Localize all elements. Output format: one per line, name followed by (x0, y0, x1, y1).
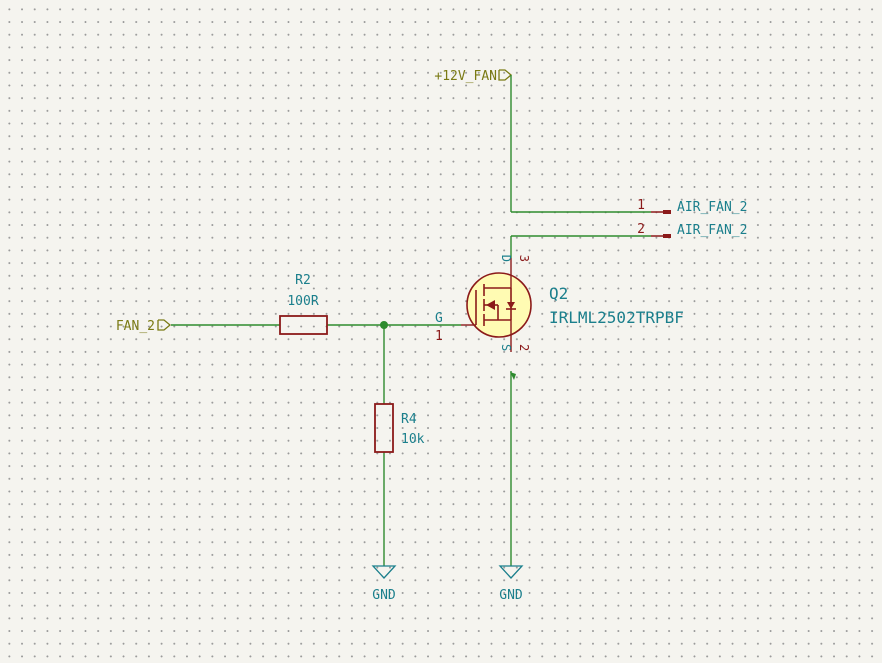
mosfet-arrow-icon (486, 300, 495, 310)
r2-body (279, 315, 328, 335)
ground-right-icon (498, 565, 524, 579)
wires (171, 75, 651, 566)
power-label-text: +12V_FAN (434, 69, 497, 84)
no-connect-arrow-icon (510, 372, 516, 380)
connector-pin2-name: AIR_FAN_2 (677, 223, 747, 238)
input-flag-icon (157, 319, 172, 331)
ground-left-icon (371, 565, 397, 579)
connector-pin2-end (663, 234, 671, 238)
input-label-text: FAN_2 (116, 319, 155, 334)
mosfet-q2[interactable]: G 1 D 3 S 2 Q2 IRLML2502TRPBF (435, 255, 684, 352)
r2-value: 100R (287, 294, 318, 309)
r2-reference: R2 (295, 273, 311, 288)
ground-left[interactable]: GND (371, 565, 397, 603)
mosfet-body-circle (466, 272, 532, 338)
power-label-12v[interactable]: +12V_FAN (434, 69, 513, 84)
drain-pin-number: 3 (517, 255, 531, 262)
junction-dot[interactable] (380, 321, 388, 329)
ground-left-label: GND (372, 588, 396, 603)
connector-pin1-number: 1 (637, 198, 645, 213)
source-pin-name: S (499, 344, 513, 351)
resistor-r4[interactable]: R4 10k (374, 403, 425, 453)
connector-pin2-number: 2 (637, 222, 645, 237)
r4-value: 10k (401, 432, 425, 447)
ground-right-label: GND (499, 588, 523, 603)
r4-body (374, 403, 394, 453)
connector-pin1-name: AIR_FAN_2 (677, 200, 747, 215)
resistor-r2[interactable]: R2 100R (279, 273, 328, 335)
body-diode-icon (507, 302, 515, 309)
ground-right[interactable]: GND (498, 565, 524, 603)
mosfet-value: IRLML2502TRPBF (549, 308, 684, 327)
power-flag-icon (498, 69, 513, 81)
r4-reference: R4 (401, 412, 417, 427)
gate-pin-number: 1 (435, 329, 443, 344)
connector-air-fan[interactable]: 1 2 AIR_FAN_2 AIR_FAN_2 (637, 198, 747, 238)
connector-pin1-end (663, 210, 671, 214)
mosfet-reference: Q2 (549, 284, 568, 303)
input-label-fan2[interactable]: FAN_2 (116, 319, 172, 334)
source-pin-number: 2 (517, 344, 531, 351)
gate-pin-name: G (435, 311, 443, 326)
drain-pin-name: D (499, 255, 513, 262)
